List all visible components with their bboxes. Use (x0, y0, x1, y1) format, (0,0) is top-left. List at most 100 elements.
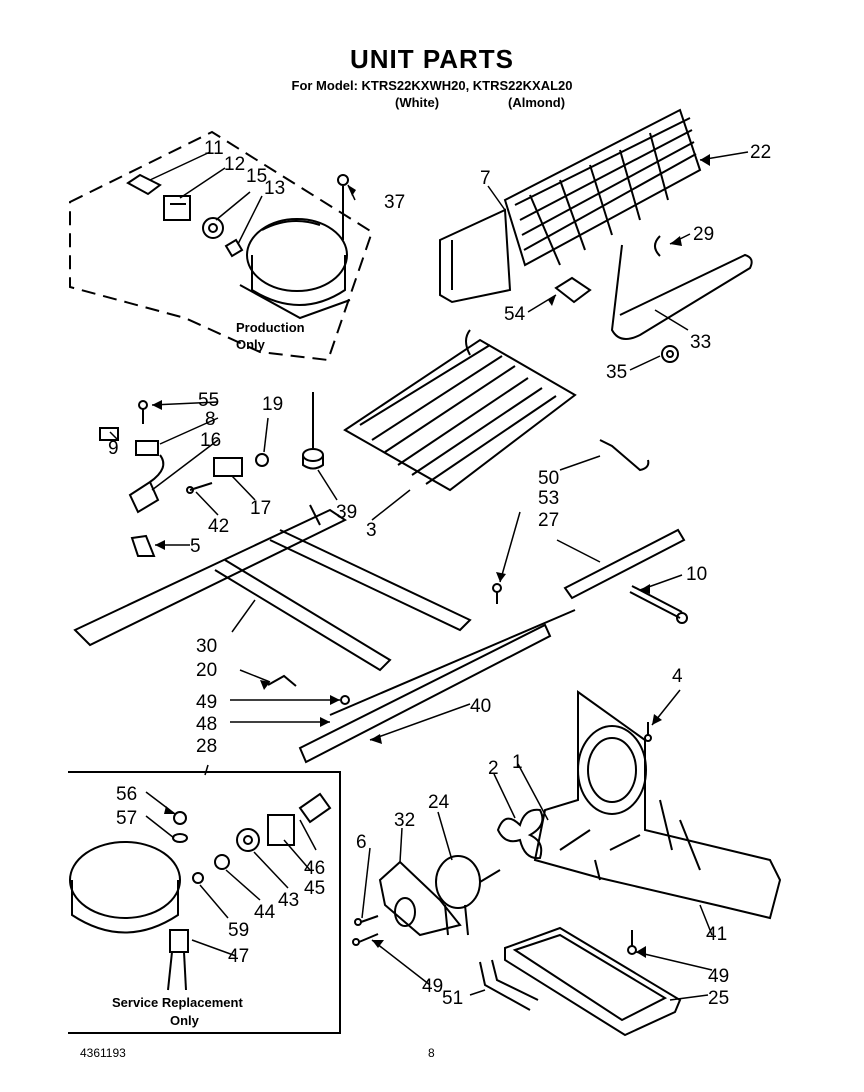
service-replacement-box (68, 771, 341, 1034)
drain-tube (479, 959, 539, 1011)
wire-16 (128, 454, 165, 514)
leader-lines (109, 151, 749, 1001)
callout-46: 46 (304, 858, 325, 879)
callout-33: 33 (690, 332, 711, 353)
grommet-39 (302, 392, 324, 470)
callout-45: 45 (304, 878, 325, 899)
callout-29: 29 (693, 224, 714, 245)
callout-49-plate: 49 (708, 966, 729, 987)
callout-12: 12 (224, 154, 245, 175)
callout-20: 20 (196, 660, 217, 681)
clip-9 (99, 427, 119, 441)
service-compressor (69, 841, 181, 934)
overload-43 (236, 828, 260, 852)
callout-40: 40 (470, 696, 491, 717)
callout-53: 53 (538, 488, 559, 509)
callout-47: 47 (228, 946, 249, 967)
relay-17 (213, 457, 243, 477)
callout-43: 43 (278, 890, 299, 911)
evaporator-coil (343, 329, 577, 492)
screw-6 (354, 915, 379, 926)
callout-49-motor: 49 (422, 976, 443, 997)
bracket-8 (135, 440, 159, 456)
production-only-enclosure (69, 130, 374, 362)
callout-55: 55 (198, 390, 219, 411)
grommet-35 (661, 345, 679, 363)
loop-tube (610, 244, 753, 340)
screw-42 (186, 482, 213, 494)
production-only-label-2: Only (236, 337, 266, 352)
bracket-20 (267, 674, 297, 687)
callout-41: 41 (706, 924, 727, 945)
callout-17: 17 (250, 498, 271, 519)
callout-54: 54 (504, 304, 526, 325)
callout-56: 56 (116, 784, 137, 805)
screw-49-plate (627, 930, 637, 955)
callout-3: 3 (366, 520, 377, 541)
callout-2: 2 (488, 758, 499, 779)
machine-compartment-plate (533, 690, 782, 920)
spring-44 (214, 854, 230, 870)
clip-29 (654, 235, 661, 257)
callout-27: 27 (538, 510, 559, 531)
callout-9: 9 (108, 438, 119, 459)
callout-6: 6 (356, 832, 367, 853)
callout-1: 1 (512, 752, 523, 773)
drier-27 (563, 528, 686, 600)
callout-13: 13 (264, 178, 285, 199)
callout-30: 30 (196, 636, 217, 657)
production-only-label-1: Production (236, 320, 305, 335)
screw-53 (492, 583, 502, 604)
relay-45 (267, 814, 295, 846)
relay-assembly (163, 195, 191, 221)
service-replacement-label-1: Service Replacement (112, 995, 243, 1010)
callout-44: 44 (254, 902, 276, 923)
capacitor-47 (167, 929, 189, 991)
callout-19: 19 (262, 394, 283, 415)
callout-50: 50 (538, 468, 559, 489)
callout-16: 16 (200, 430, 221, 451)
callout-37: 37 (384, 192, 405, 213)
callout-22: 22 (750, 142, 771, 163)
callout-10: 10 (686, 564, 707, 585)
condenser (503, 108, 702, 267)
callout-49-base: 49 (196, 692, 217, 713)
callout-39: 39 (336, 502, 357, 523)
page-number: 8 (428, 1046, 435, 1060)
cross-rail (269, 504, 472, 632)
fan-blade (496, 808, 544, 860)
screw-49-base (340, 695, 350, 705)
clip-59 (192, 872, 204, 884)
callout-4: 4 (672, 666, 683, 687)
drain-pan (504, 926, 682, 1037)
washer-57 (172, 833, 188, 843)
callout-48: 48 (196, 714, 217, 735)
callout-15: 15 (246, 166, 267, 187)
base-rail-30 (73, 508, 392, 672)
callout-24: 24 (428, 792, 450, 813)
arrowheads (152, 154, 710, 958)
callout-28: 28 (196, 736, 217, 757)
model-numbers: For Model: KTRS22KXWH20, KTRS22KXAL20 (291, 78, 573, 93)
callout-8: 8 (205, 409, 216, 430)
relay-clip (126, 173, 162, 196)
screw-37 (337, 174, 349, 240)
screw-49-motor (352, 933, 379, 946)
condenser-bracket (439, 208, 512, 304)
color-almond-label: (Almond) (508, 95, 566, 110)
spring-50 (599, 439, 650, 472)
overload (202, 217, 224, 239)
callout-51: 51 (442, 988, 463, 1009)
terminal-cover (224, 238, 244, 258)
callout-32: 32 (394, 810, 415, 831)
callout-35: 35 (606, 362, 627, 383)
motor-bracket (378, 860, 462, 937)
callout-25: 25 (708, 988, 729, 1009)
heater-10 (629, 585, 688, 624)
fan-motor (435, 855, 501, 936)
callout-11: 11 (204, 138, 224, 159)
production-compressor (239, 218, 351, 320)
callout-5: 5 (190, 536, 201, 557)
rail-40 (298, 609, 576, 764)
